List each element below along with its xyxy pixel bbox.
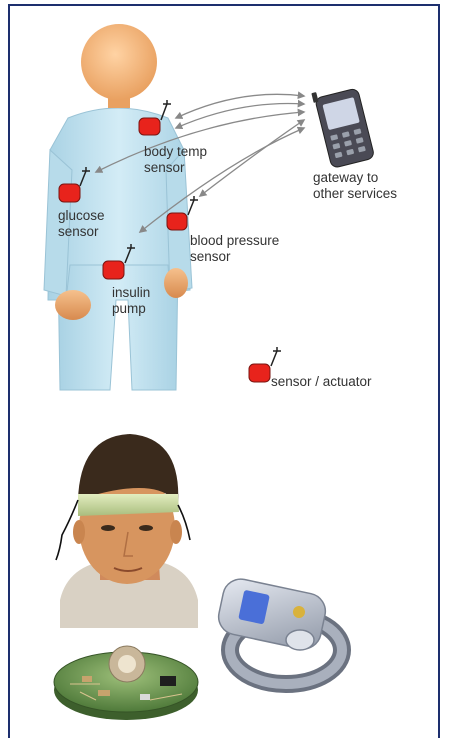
wrist-monitor-photo	[215, 576, 342, 684]
human-figure	[44, 24, 192, 390]
label-blood-pressure-sensor: blood pressure sensor	[190, 233, 279, 265]
label-gateway: gateway to other services	[313, 170, 397, 202]
head	[81, 24, 157, 100]
label-body-temp-sensor: body temp sensor	[144, 144, 207, 176]
label-insulin-pump: insulin pump	[112, 285, 150, 317]
label-glucose-sensor: glucose sensor	[58, 208, 105, 240]
circuit-board-photo	[54, 646, 198, 720]
phone-icon	[311, 82, 375, 169]
headband-photo	[56, 434, 198, 628]
legend-label: sensor / actuator	[271, 374, 372, 390]
